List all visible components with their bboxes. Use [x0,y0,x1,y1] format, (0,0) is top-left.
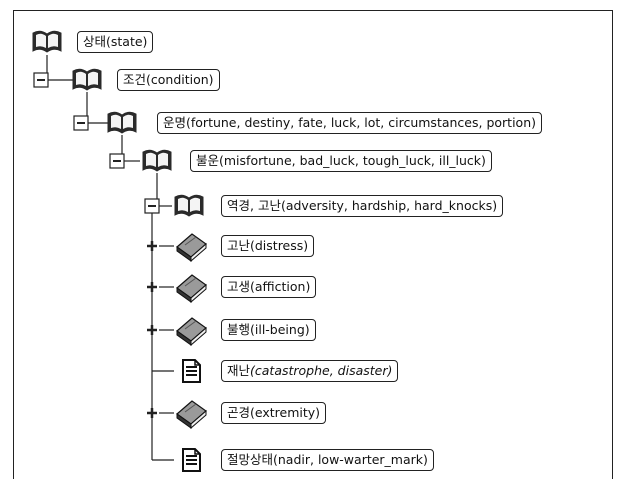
open-book-icon[interactable] [32,30,62,53]
node-label-nadir[interactable]: 절망상태(nadir, low-warter_mark) [221,449,434,471]
expand-toggle[interactable] [147,325,157,335]
open-book-icon[interactable] [174,194,204,217]
node-label-fortune[interactable]: 운명(fortune, destiny, fate, luck, lot, ci… [157,112,542,134]
node-label-distress[interactable]: 고난(distress) [221,235,315,257]
node-label-catastrophe-word: 재난 [227,363,251,378]
closed-book-icon[interactable] [176,274,207,304]
closed-book-icon[interactable] [176,233,207,263]
collapse-toggle[interactable] [109,153,125,169]
node-label-extremity[interactable]: 곤경(extremity) [221,402,327,424]
collapse-toggle[interactable] [33,72,49,88]
collapse-toggle[interactable] [73,115,89,131]
document-icon[interactable] [182,448,201,472]
node-label-adversity[interactable]: 역경, 고난(adversity, hardship, hard_knocks) [221,195,504,217]
tree-frame [13,10,613,479]
closed-book-icon[interactable] [176,400,207,430]
node-label-catastrophe[interactable]: 재난(catastrophe, disaster) [221,360,399,382]
open-book-icon[interactable] [142,149,172,172]
open-book-icon[interactable] [72,68,102,91]
closed-book-icon[interactable] [176,317,207,347]
expand-toggle[interactable] [147,282,157,292]
expand-toggle[interactable] [147,408,157,418]
node-label-catastrophe-rest: (catastrophe, disaster) [250,363,393,378]
node-label-state[interactable]: 상태(state) [77,31,154,53]
node-label-ill-being[interactable]: 불행(ill-being) [221,319,316,341]
node-label-condition[interactable]: 조건(condition) [117,69,220,91]
node-label-misfortune[interactable]: 불운(misfortune, bad_luck, tough_luck, ill… [190,150,492,172]
node-label-affiction[interactable]: 고생(affiction) [221,276,317,298]
open-book-icon[interactable] [107,111,137,134]
collapse-toggle[interactable] [144,198,160,214]
document-icon[interactable] [182,359,201,383]
expand-toggle[interactable] [147,241,157,251]
